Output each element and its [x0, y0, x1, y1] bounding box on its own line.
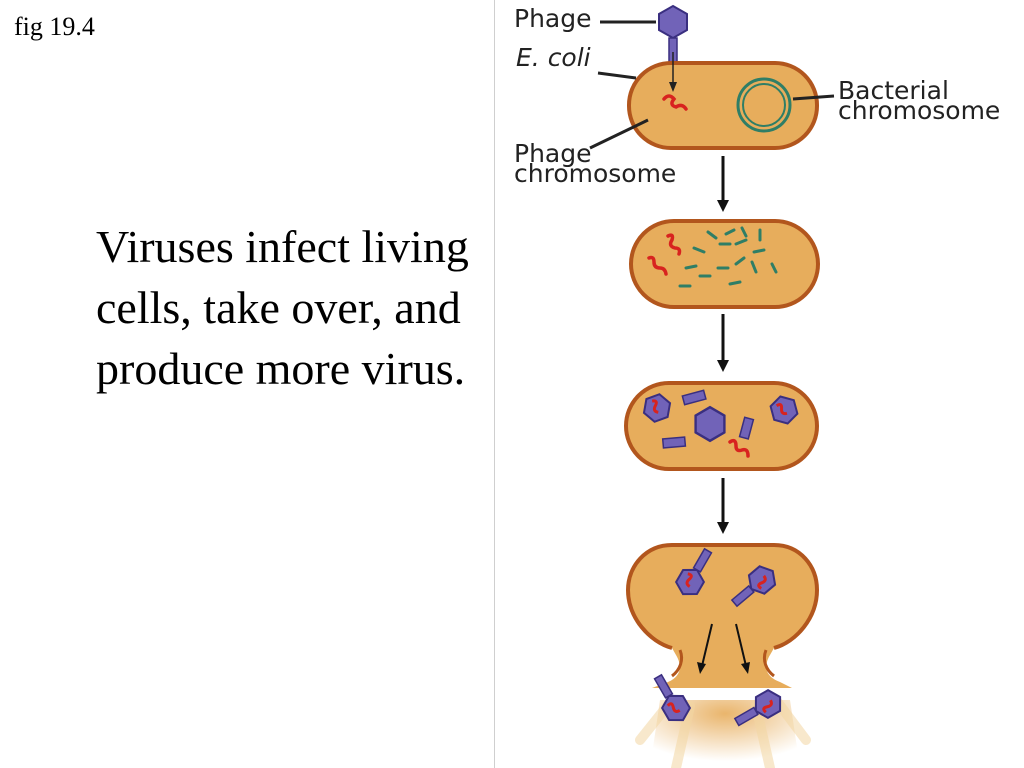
- phage-head-icon: [694, 406, 726, 442]
- label-phage-chromosome-1: Phage: [514, 139, 592, 168]
- label-phage: Phage: [514, 4, 592, 33]
- arrow-down-icon: [717, 156, 729, 212]
- bacterial-chromosome-icon: [736, 77, 792, 133]
- phage-icon: [653, 673, 695, 728]
- main-text: Viruses infect living cells, take over, …: [96, 221, 469, 394]
- cell-replication: [629, 219, 820, 309]
- phage-head-icon: [767, 392, 801, 428]
- arrow-down-icon: [717, 314, 729, 372]
- phage-icon: [733, 685, 788, 727]
- phage-head-icon: [641, 391, 673, 425]
- stage-assembly: [624, 381, 819, 471]
- arrow-down-icon: [717, 478, 729, 534]
- stage-infection: Phage E. coli Bacterial chromosome Phage…: [514, 4, 1000, 188]
- label-e-coli: E. coli: [516, 43, 591, 72]
- stage-replication: [629, 219, 820, 309]
- phage-infection-diagram: Phage E. coli Bacterial chromosome Phage…: [514, 4, 1000, 768]
- label-phage-chromosome-2: chromosome: [514, 159, 676, 188]
- stage-lysis: [625, 543, 820, 768]
- cell-lysis: [628, 545, 817, 688]
- phage-icon: [730, 560, 782, 608]
- divider: [494, 0, 495, 768]
- phage-chromosome-icon: [662, 94, 688, 111]
- phage-icon: [671, 547, 713, 602]
- label-bacterial-chromosome-1: Bacterial: [838, 76, 949, 105]
- phage-icon: [658, 4, 688, 65]
- figure-label: fig 19.4: [14, 12, 95, 41]
- label-bacterial-chromosome-2: chromosome: [838, 96, 1000, 125]
